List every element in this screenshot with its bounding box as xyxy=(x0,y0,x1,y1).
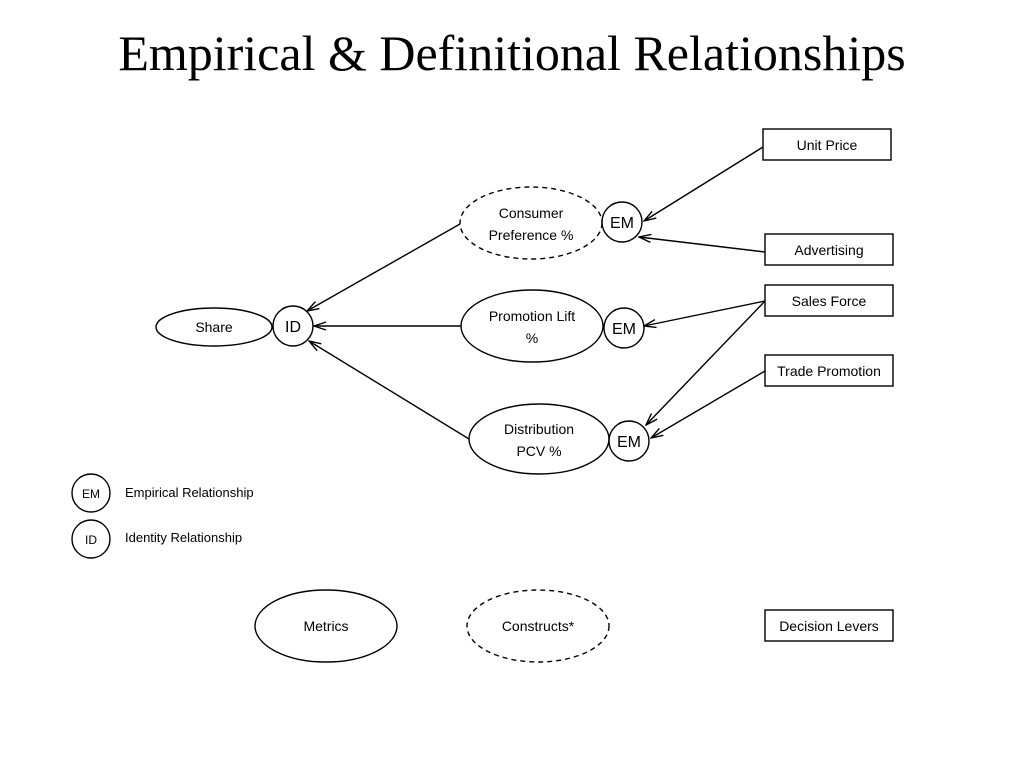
em-marker-promotion: EM xyxy=(603,307,645,349)
arrow-distribution-to-id xyxy=(309,341,470,440)
lever-advertising-label: Advertising xyxy=(794,242,863,258)
legend-em-marker: EM xyxy=(82,487,100,501)
lever-unit-price-box xyxy=(762,128,892,161)
construct-consumer-preference: Consumer Preference % xyxy=(459,186,603,260)
lever-sales-force-label: Sales Force xyxy=(792,293,867,309)
metric-share-shape xyxy=(155,307,273,347)
id-marker-label: ID xyxy=(285,319,301,336)
em-marker-preference: EM xyxy=(601,201,643,243)
arrow-preference-to-id xyxy=(307,223,461,311)
id-marker: ID xyxy=(272,305,314,347)
arrow-sales-force-to-em-promotion xyxy=(644,300,766,326)
lever-sales-force: Sales Force xyxy=(764,284,894,317)
em-marker-distribution: EM xyxy=(608,420,650,462)
metric-promotion-lift-shape xyxy=(460,289,604,363)
lever-trade-promotion-label: Trade Promotion xyxy=(777,363,881,379)
legend-id-label: Identity Relationship xyxy=(125,530,242,545)
legend-id: ID Identity Relationship xyxy=(71,519,242,559)
key-constructs-shape xyxy=(466,589,610,663)
key-metrics-shape xyxy=(254,589,398,663)
metric-promotion-lift: Promotion Lift % xyxy=(460,289,604,363)
arrow-sales-force-to-em-distribution xyxy=(646,300,766,425)
metric-promotion-lift-line-2: % xyxy=(526,330,538,346)
lever-unit-price: Unit Price xyxy=(762,128,892,161)
key-constructs: Constructs* xyxy=(466,589,610,663)
id-marker-circle xyxy=(272,305,314,347)
em-marker-distribution-label: EM xyxy=(617,434,641,451)
key-decision-levers: Decision Levers xyxy=(764,609,894,642)
legend-em-circle xyxy=(71,473,111,513)
lever-unit-price-label: Unit Price xyxy=(797,137,858,153)
metric-distribution-line-1: Distribution xyxy=(504,421,574,437)
lever-trade-promotion: Trade Promotion xyxy=(764,354,894,387)
metric-distribution-shape xyxy=(468,403,610,475)
metric-share: Share xyxy=(155,307,273,347)
legend-id-marker: ID xyxy=(85,533,97,547)
legend-em: EM Empirical Relationship xyxy=(71,473,254,513)
metric-distribution-line-2: PCV % xyxy=(516,443,561,459)
construct-consumer-preference-line-1: Consumer xyxy=(499,205,564,221)
construct-consumer-preference-line-2: Preference % xyxy=(489,227,574,243)
em-marker-promotion-circle xyxy=(603,307,645,349)
construct-consumer-preference-shape xyxy=(459,186,603,260)
lever-advertising: Advertising xyxy=(764,233,894,266)
em-marker-promotion-label: EM xyxy=(612,321,636,338)
em-marker-preference-circle xyxy=(601,201,643,243)
arrow-trade-promotion-to-em-distribution xyxy=(651,370,766,438)
arrow-unit-price-to-em-preference xyxy=(644,146,764,221)
key-metrics-label: Metrics xyxy=(303,618,348,634)
key-metrics: Metrics xyxy=(254,589,398,663)
metric-share-label: Share xyxy=(195,319,233,335)
legend-em-label: Empirical Relationship xyxy=(125,485,254,500)
page-title: Empirical & Definitional Relationships xyxy=(118,25,906,81)
em-marker-preference-label: EM xyxy=(610,215,634,232)
key-constructs-label: Constructs* xyxy=(502,618,575,634)
lever-advertising-box xyxy=(764,233,894,266)
key-decision-levers-box xyxy=(764,609,894,642)
lever-sales-force-box xyxy=(764,284,894,317)
metric-promotion-lift-line-1: Promotion Lift xyxy=(489,308,575,324)
legend-id-circle xyxy=(71,519,111,559)
connectors xyxy=(307,146,766,440)
legend: EM Empirical Relationship ID Identity Re… xyxy=(71,473,254,559)
arrow-advertising-to-em-preference xyxy=(639,237,766,253)
em-marker-distribution-circle xyxy=(608,420,650,462)
lever-trade-promotion-box xyxy=(764,354,894,387)
shape-key: Metrics Constructs* Decision Levers xyxy=(254,589,894,663)
key-decision-levers-label: Decision Levers xyxy=(779,618,879,634)
metric-distribution: Distribution PCV % xyxy=(468,403,610,475)
